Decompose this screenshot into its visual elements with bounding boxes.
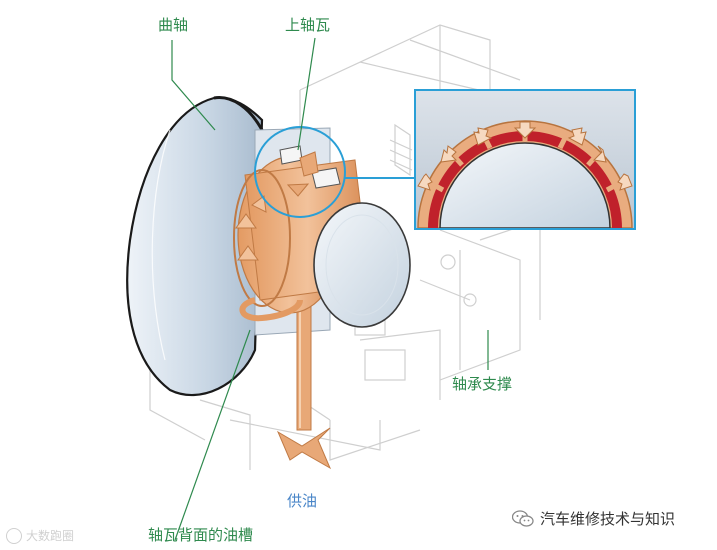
watermark-left: 大数跑圈 — [6, 527, 74, 544]
label-oil-groove: 轴瓦背面的油槽 — [148, 524, 253, 545]
label-oil-supply: 供油 — [287, 490, 317, 511]
watermark-left-text: 大数跑圈 — [26, 527, 74, 544]
watermark-right-text: 汽车维修技术与知识 — [540, 508, 675, 529]
label-upper-bearing: 上轴瓦 — [285, 14, 330, 35]
inset-zoom — [415, 90, 635, 229]
wechat-icon — [512, 510, 534, 528]
label-bearing-support: 轴承支撑 — [452, 373, 512, 394]
watermark-right: 汽车维修技术与知识 — [512, 508, 675, 529]
label-crankshaft: 曲轴 — [158, 14, 188, 35]
sohu-logo-icon — [6, 528, 22, 544]
journal-face — [314, 203, 410, 327]
